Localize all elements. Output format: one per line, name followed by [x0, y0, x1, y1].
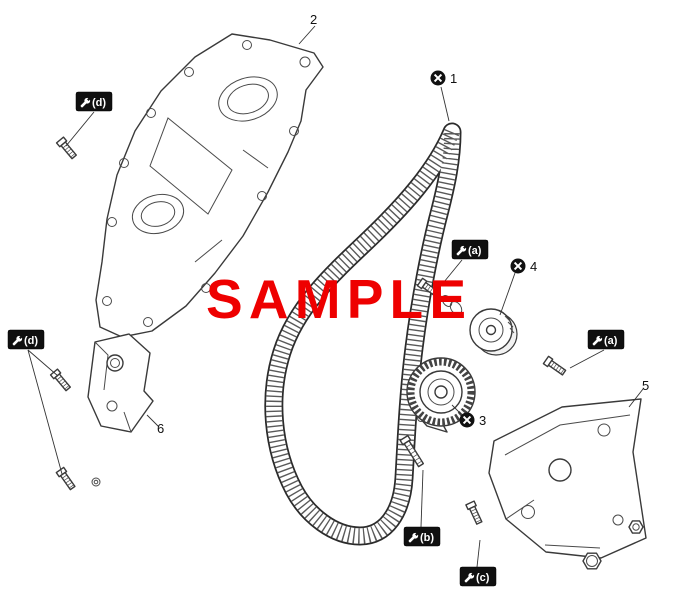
wrench-badge-label: (c)	[476, 572, 490, 584]
wrench-badge-bottom-right: (c)	[459, 566, 497, 587]
wrench-badge-label: (d)	[24, 335, 38, 347]
part-number-4: 4	[530, 259, 537, 274]
nut-part	[628, 520, 644, 534]
leader-line	[146, 414, 160, 428]
bolt-part-top-left	[55, 136, 79, 161]
wrench-badge-center: (a)	[451, 239, 489, 260]
part-number-3: 3	[479, 413, 486, 428]
wrench-badge-label: (d)	[92, 97, 106, 109]
wrench-badge-right: (a)	[587, 329, 625, 350]
leader-line	[499, 272, 516, 316]
leader-line	[440, 86, 450, 122]
support-bracket-part	[87, 333, 154, 433]
wrench-badge-bottom-center: (b)	[403, 526, 441, 547]
plug-bolt-part	[582, 552, 602, 570]
washer-part-left	[91, 477, 101, 487]
leader-line	[420, 469, 424, 528]
leader-line	[628, 388, 644, 408]
bolt-part-left-lower	[55, 466, 78, 492]
leader-line	[451, 404, 462, 415]
non-reusable-part-icon	[509, 257, 527, 275]
non-reusable-part-icon	[458, 411, 476, 429]
callout-bracket-left: 6	[157, 421, 164, 436]
timing-cover-part	[95, 33, 324, 338]
callout-idler: 4	[509, 257, 537, 275]
part-number-2: 2	[310, 12, 317, 27]
part-number-5: 5	[642, 378, 649, 393]
callout-cover: 2	[310, 12, 317, 27]
wrench-badge-label: (a)	[604, 335, 618, 347]
part-number-6: 6	[157, 421, 164, 436]
wrench-badge-label: (a)	[468, 245, 482, 257]
sample-watermark: SAMPLE	[206, 268, 468, 330]
leader-line	[443, 259, 463, 283]
bolt-part-right	[542, 355, 568, 378]
engine-bracket-part	[488, 398, 647, 559]
timing-belt-part	[274, 132, 452, 536]
callout-bracket-right: 5	[642, 378, 649, 393]
leader-line	[476, 539, 481, 568]
leader-line	[65, 111, 95, 147]
leader-line	[27, 349, 59, 377]
wrench-badge-label: (b)	[420, 532, 434, 544]
bolt-part-bottom	[465, 500, 485, 526]
washer-part-center	[441, 295, 463, 315]
wrench-badge-mid-left: (d)	[7, 329, 45, 350]
leader-line	[27, 349, 63, 475]
leader-line	[569, 349, 605, 369]
callout-tensioner: 3	[458, 411, 486, 429]
callout-belt: 1	[429, 69, 457, 87]
tensioner-pulley-part	[406, 357, 476, 433]
wrench-badge-top-left: (d)	[75, 91, 113, 112]
idler-pulley-part	[469, 308, 518, 356]
part-number-1: 1	[450, 71, 457, 86]
leader-line	[298, 25, 316, 45]
non-reusable-part-icon	[429, 69, 447, 87]
leader-lines	[27, 25, 644, 568]
